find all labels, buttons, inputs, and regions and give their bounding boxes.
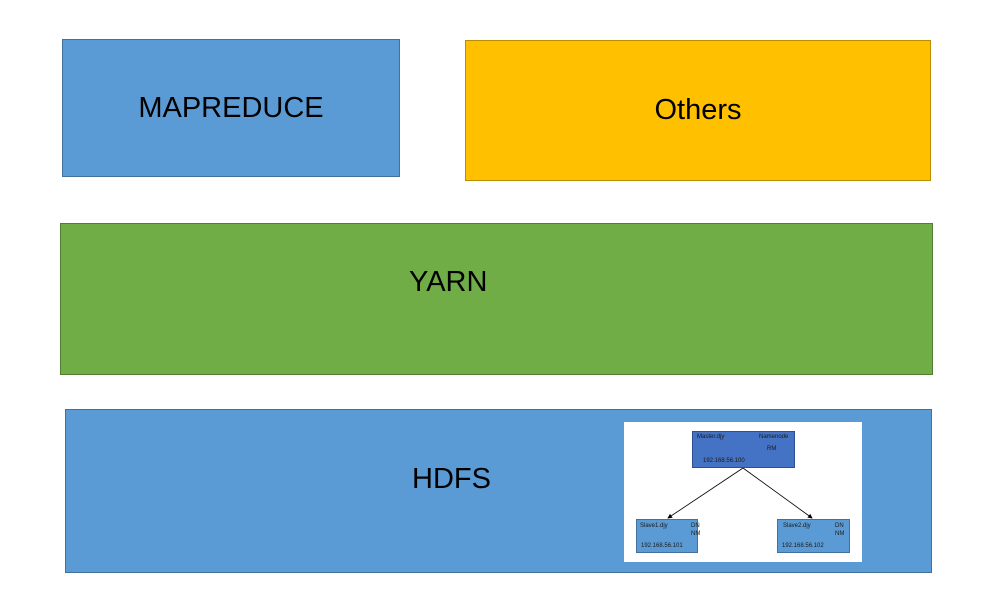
master-node: Master.djy Namenode RM 192.168.56.100 — [692, 431, 795, 468]
master-role-namenode: Namenode — [759, 434, 789, 440]
others-label: Others — [654, 94, 742, 126]
slave1-hostname: Slave1.djy — [640, 523, 668, 529]
mapreduce-label: MAPREDUCE — [138, 91, 324, 124]
hdfs-label: HDFS — [412, 463, 491, 495]
cluster-connectors — [667, 467, 813, 519]
slave2-role-dn: DN — [835, 523, 844, 529]
cluster-diagram: Master.djy Namenode RM 192.168.56.100 Sl… — [624, 422, 862, 562]
master-ip: 192.168.56.100 — [703, 458, 745, 464]
slave1-node: Slave1.djy DN NM 192.168.56.101 — [636, 519, 701, 553]
slave2-ip: 192.168.56.102 — [782, 543, 824, 549]
slave2-node: Slave2.djy DN NM 192.168.56.102 — [777, 519, 850, 553]
mapreduce-block: MAPREDUCE — [62, 39, 400, 177]
slave1-ip: 192.168.56.101 — [641, 543, 683, 549]
yarn-block: YARN — [60, 223, 933, 375]
slave2-role-nm: NM — [835, 531, 845, 537]
others-block: Others — [465, 40, 931, 181]
slave1-role-nm: NM — [691, 531, 701, 537]
slave2-hostname: Slave2.djy — [783, 523, 811, 529]
yarn-label: YARN — [409, 266, 488, 298]
master-to-slave1-arrow — [667, 467, 744, 519]
master-hostname: Master.djy — [697, 434, 725, 440]
master-role-rm: RM — [767, 446, 777, 452]
master-to-slave2-arrow — [742, 467, 813, 519]
slave1-role-dn: DN — [691, 523, 700, 529]
